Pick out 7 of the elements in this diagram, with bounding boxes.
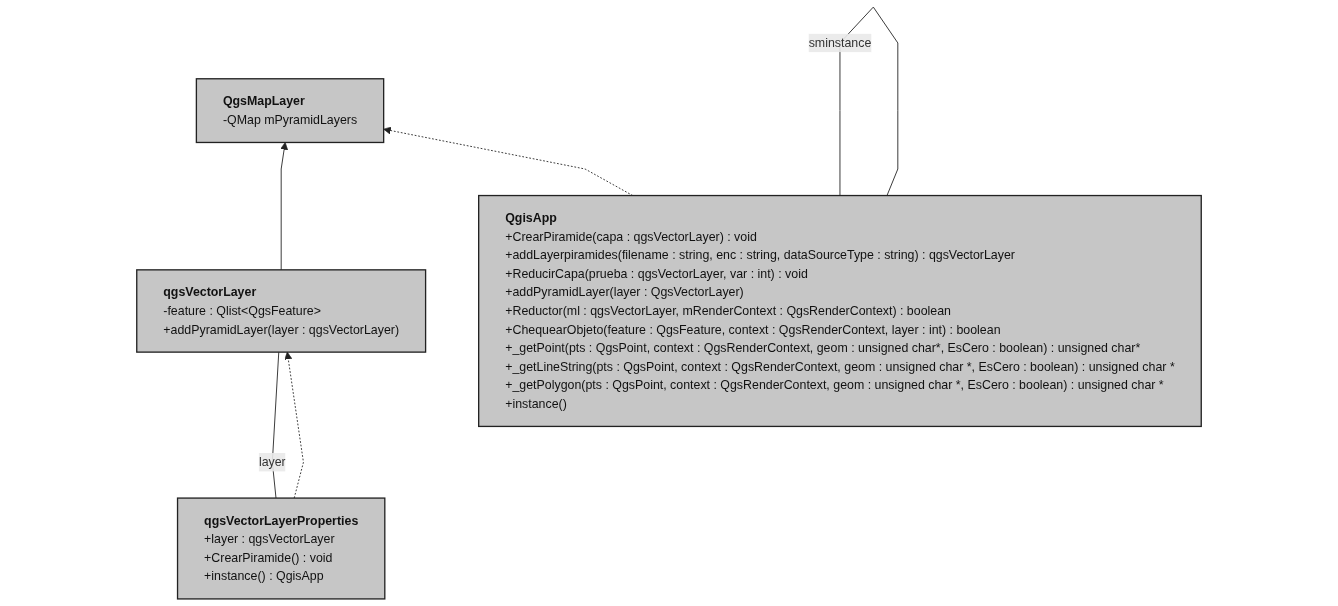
- edge-label: sminstance: [808, 35, 872, 50]
- edge-label: layer: [258, 454, 286, 469]
- node-box: QgsMapLayer -QMap mPyramidLayers: [195, 78, 385, 144]
- node-box: QgisApp +CrearPiramide(capa : qgsVectorLayer) : void +addLayerpiramides(filename : string, enc : string, dataSourceType : string) : qgsVectorLayer +ReducirCapa(prueba : qgsVectorLayer, var : int) : void +addPyramidLayer(layer : QgsVectorLayer) +Reductor(ml : qgsVectorLayer, mRenderContext : QgsRenderContext) : boolean +ChequearObjeto(feature : QgsFeature, context : QgsRenderContext, layer : int) : boolean +_getPoint(pts : QgsPoint, context : QgsRenderContext, geom : unsigned char*, EsCero : boolean) : unsigned char* +_getLineString(pts : QgsPoint, context : QgsRenderContext, geom : unsigned char *, EsCero : boolean) : unsigned char * +_getPolygon(pts : QgsPoint, context : QgsRenderContext, geom : unsigned char *, EsCero : boolean) : unsigned char * +instance(): [478, 194, 1202, 428]
- node-box: qgsVectorLayerProperties +layer : qgsVectorLayer +CrearPiramide() : void +instance() : QgisApp: [176, 497, 386, 600]
- connector: [271, 351, 280, 499]
- node-box: qgsVectorLayer -feature : Qlist<QgsFeature> +addPyramidLayer(layer : qgsVectorLayer): [136, 269, 427, 353]
